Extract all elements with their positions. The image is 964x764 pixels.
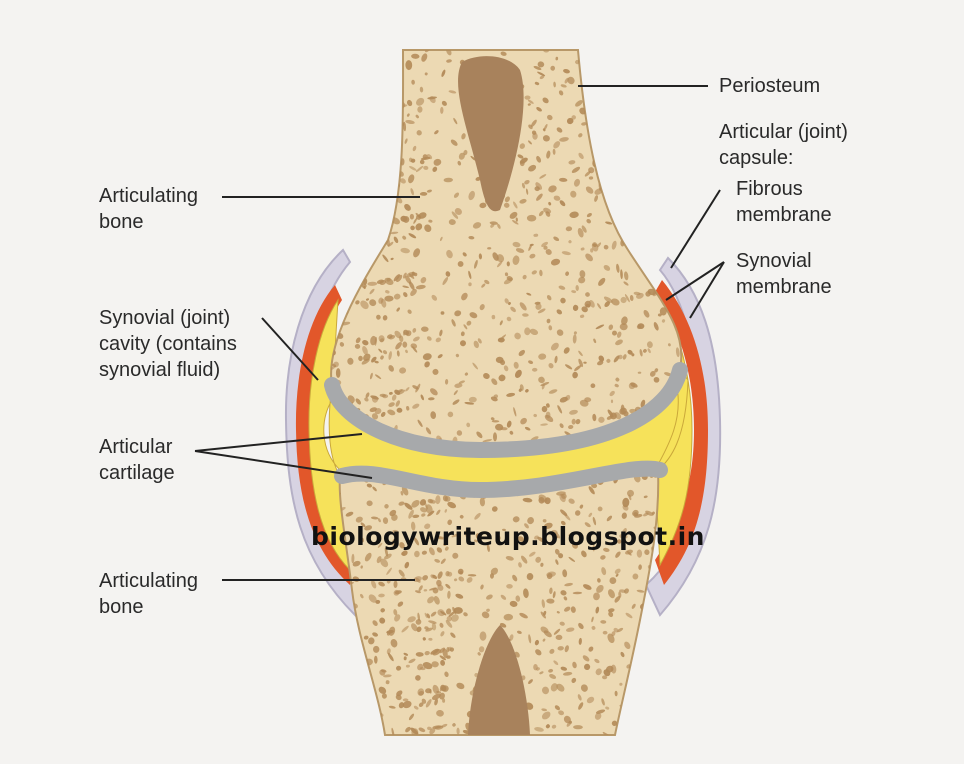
synovial-membrane-left bbox=[295, 285, 355, 585]
marrow-cavity-bottom bbox=[468, 625, 530, 735]
label-articular-capsule: Articular (joint)capsule: bbox=[719, 121, 848, 169]
marrow-cavity-top bbox=[458, 56, 524, 212]
articular-cartilage-top bbox=[324, 362, 688, 459]
leader-lines bbox=[194, 85, 725, 581]
synovial-membrane-right bbox=[655, 280, 708, 585]
leader-cartilage-2 bbox=[194, 450, 373, 479]
watermark: biologywriteup.blogspot.in bbox=[311, 522, 705, 551]
leader-cartilage-1 bbox=[194, 433, 363, 452]
leader-cavity bbox=[261, 317, 319, 381]
label-periosteum: Periosteum bbox=[719, 75, 821, 97]
leader-fibrous bbox=[670, 189, 721, 269]
leader-synovial-2 bbox=[689, 261, 725, 319]
leader-synovial-1 bbox=[665, 261, 725, 301]
articular-cartilage-bottom bbox=[334, 460, 668, 499]
spongy-bone-pores-bottom bbox=[339, 468, 659, 735]
